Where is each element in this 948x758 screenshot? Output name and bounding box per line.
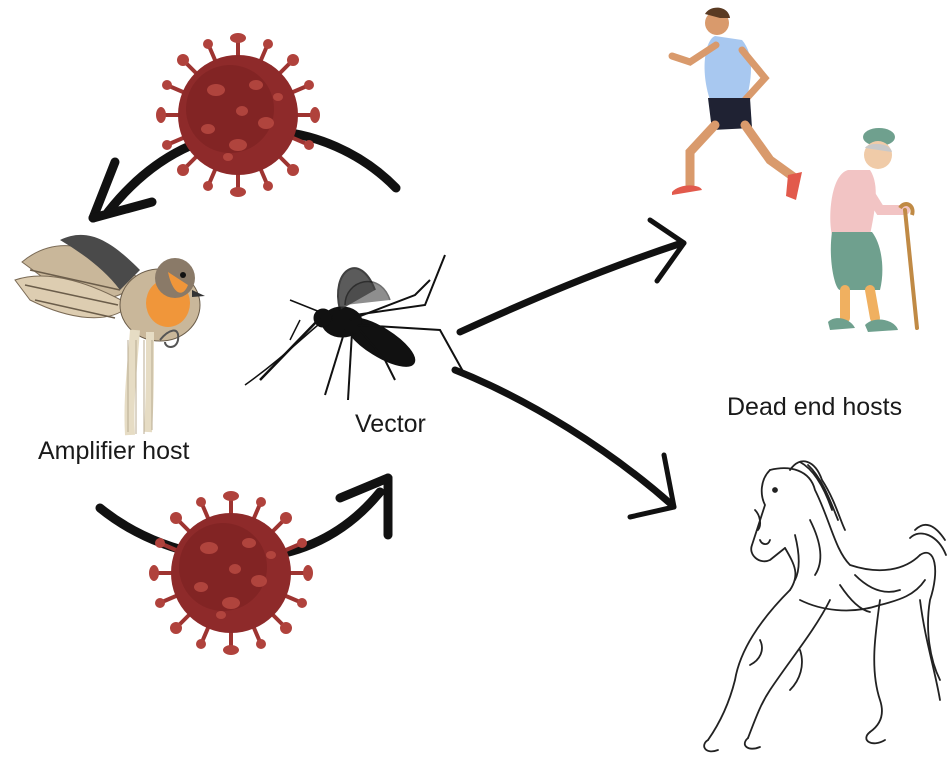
- mosquito-icon: [245, 255, 465, 400]
- virus-icon: [156, 33, 320, 197]
- amplifier-host-label: Amplifier host: [38, 437, 189, 466]
- arrow-to-humans: [460, 220, 684, 332]
- virus-icon: [149, 491, 313, 655]
- dead-end-hosts-label: Dead end hosts: [727, 393, 902, 422]
- elderly-woman-icon: [828, 128, 917, 332]
- running-man-icon: [672, 8, 802, 200]
- robin-bird-icon: [15, 235, 205, 435]
- vector-label: Vector: [355, 410, 426, 439]
- horse-icon: [704, 461, 946, 751]
- arrow-to-horse: [455, 370, 674, 517]
